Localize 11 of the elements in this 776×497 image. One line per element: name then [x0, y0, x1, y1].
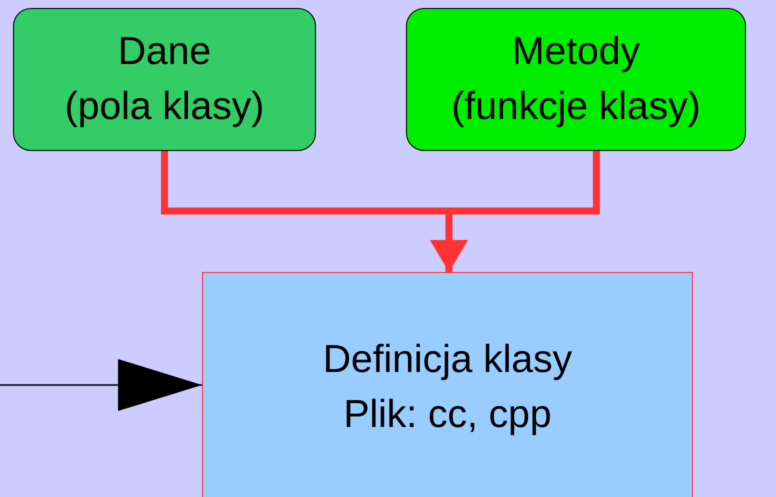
node-label: Plik: cc, cpp [343, 392, 552, 438]
node-label: Metody [512, 28, 640, 75]
node-label: Dane [118, 28, 212, 75]
node-label: (pola klasy) [64, 84, 264, 130]
definition-box [202, 272, 693, 497]
node-label: Definicja klasy [322, 337, 572, 384]
node-label: (funkcje klasy) [451, 84, 701, 130]
process-box [406, 8, 746, 151]
arrow [430, 151, 600, 272]
process-box [13, 8, 316, 151]
arrow [0, 359, 202, 411]
